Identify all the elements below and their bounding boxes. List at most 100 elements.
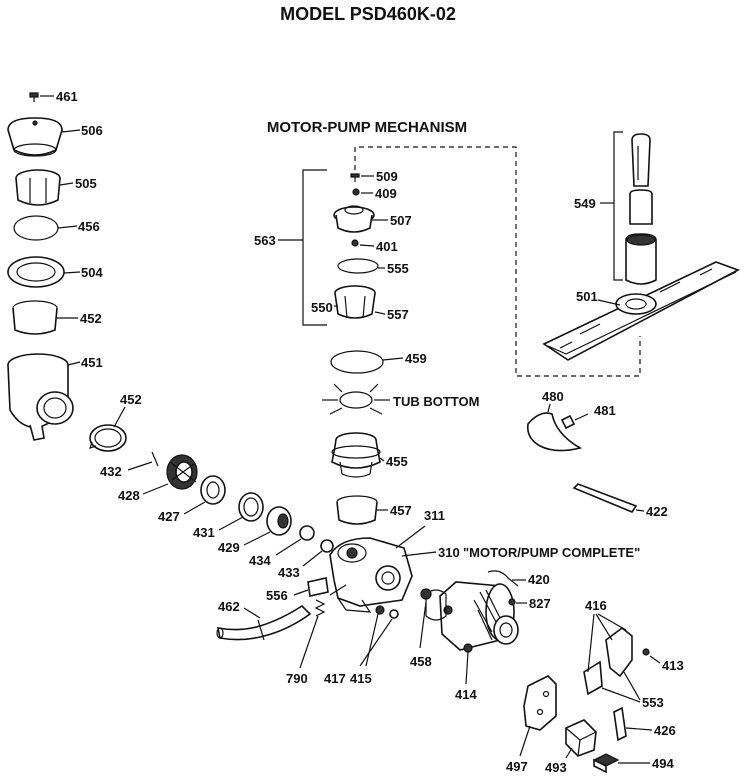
label-310: 310 [438,545,460,560]
part-549-tube [600,131,657,285]
label-507: 507 [390,213,412,228]
label-458: 458 [410,654,432,669]
label-557: 557 [387,307,409,322]
label-416: 416 [585,598,607,613]
label-501: 501 [576,289,598,304]
label-462: 462 [218,599,240,614]
label-452a: 452 [80,311,102,326]
section-title: MOTOR-PUMP MECHANISM [267,119,467,136]
label-420: 420 [528,572,550,587]
label-433: 433 [278,565,300,580]
label-827: 827 [529,596,551,611]
dashed-leader [354,146,641,377]
label-457: 457 [390,503,412,518]
label-509: 509 [376,169,398,184]
label-556: 556 [266,588,288,603]
part-827-screw [508,598,527,606]
part-459-gasket [330,350,404,374]
motor-pump-complete-label: "MOTOR/PUMP COMPLETE" [463,545,640,560]
part-414-screw [463,643,473,685]
part-427-seal [183,475,226,515]
label-563: 563 [254,233,276,248]
label-431: 431 [193,525,215,540]
part-311-pump-housing [329,525,426,613]
part-494-block [592,753,650,774]
label-422: 422 [646,504,668,519]
label-427: 427 [158,509,180,524]
part-452-clamp-upper [12,300,78,335]
leader-458 [419,601,427,649]
part-417-washer [365,605,385,667]
label-415: 415 [350,671,372,686]
label-505: 505 [75,176,97,191]
part-462-hose [216,604,312,641]
part-504-gasket [7,256,81,288]
label-429: 429 [218,540,240,555]
label-456: 456 [78,219,100,234]
part-456-ring [13,215,78,241]
label-452b: 452 [120,392,142,407]
label-504: 504 [81,265,103,280]
part-422-strip [572,483,645,513]
part-497-bracket [519,675,557,757]
part-507-nut [333,205,388,233]
part-506-cap [7,117,81,157]
label-550: 550 [311,300,333,315]
part-415-screw [359,609,399,667]
label-497: 497 [506,759,528,774]
part-457-seal [336,495,388,525]
model-title: MODEL PSD460K-02 [280,4,456,24]
label-409: 409 [375,186,397,201]
label-506: 506 [81,123,103,138]
label-451: 451 [81,355,103,370]
tub-bottom-marker [322,383,390,415]
part-550-housing [334,285,386,319]
part-434-bearing [275,525,315,556]
label-555: 555 [387,261,409,276]
label-417: 417 [324,671,346,686]
part-413-spring [642,648,661,664]
part-motor [420,581,519,651]
part-493-switch [565,719,597,759]
part-433-bearing [302,539,334,567]
label-401: 401 [376,239,398,254]
part-432-pin [127,451,159,471]
label-413: 413 [662,658,684,673]
part-790-spring [299,599,326,669]
part-481-clip [560,413,589,430]
part-509-screw [350,173,374,182]
label-493: 493 [545,760,567,775]
part-428-impeller [142,454,198,495]
label-461: 461 [56,89,78,104]
part-461-screw [29,92,54,102]
leader-310 [401,551,437,557]
label-790: 790 [286,671,308,686]
part-505-filter [15,169,74,206]
part-401-washer [351,239,375,247]
label-311: 311 [424,508,445,523]
part-451-sump [7,353,81,441]
label-414: 414 [455,687,477,702]
part-409-washer [352,188,373,196]
label-432: 432 [100,464,122,479]
part-431-ring [218,492,264,531]
bracket-563 [302,169,327,326]
label-481: 481 [594,403,616,418]
label-553: 553 [642,695,664,710]
label-434: 434 [249,553,271,568]
label-455: 455 [386,454,408,469]
part-420-wire [487,570,526,587]
label-428: 428 [118,488,140,503]
label-480: 480 [542,389,564,404]
label-549: 549 [574,196,596,211]
label-459: 459 [405,351,427,366]
part-556-elbow [293,577,329,597]
part-452-clamp-lower [89,406,127,452]
label-494: 494 [652,756,674,771]
part-429-seal [243,506,292,546]
part-501-spray-arm [542,261,740,361]
part-426-pin [613,706,653,742]
part-455-sump-guard [331,432,385,478]
